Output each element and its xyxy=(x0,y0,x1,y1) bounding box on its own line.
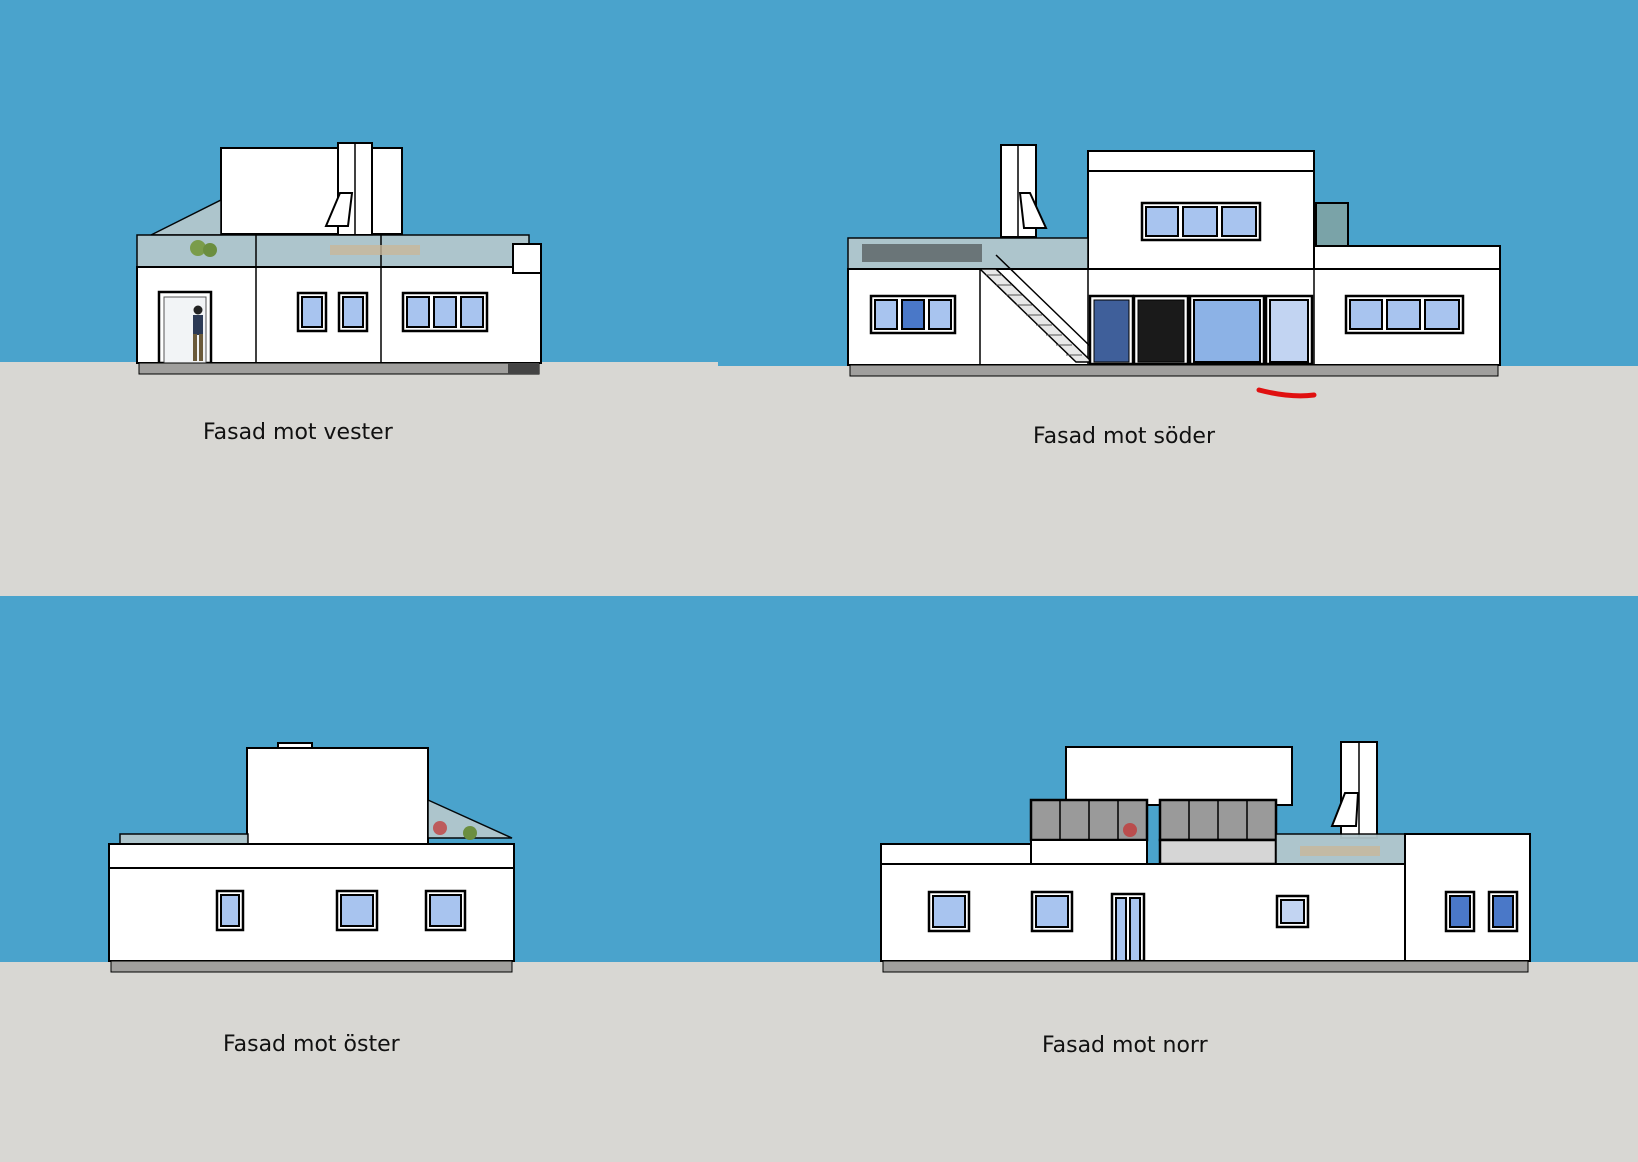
south-chimney-hood xyxy=(1018,192,1048,229)
caption-east: Fasad mot öster xyxy=(223,1032,400,1057)
north-chimney-hood xyxy=(1330,792,1360,827)
red-annotation-mark xyxy=(1256,387,1317,399)
north-plinth xyxy=(882,960,1529,973)
east-plinth xyxy=(110,960,513,973)
facade-north xyxy=(880,741,1531,973)
west-upper-volume xyxy=(220,147,403,235)
person-figure xyxy=(193,305,203,361)
facade-west xyxy=(136,142,542,375)
west-furniture xyxy=(330,245,420,255)
facade-south xyxy=(847,144,1501,399)
south-side-glass xyxy=(1315,202,1349,248)
south-east-parapet xyxy=(1313,245,1501,270)
west-plant xyxy=(190,240,206,256)
caption-north: Fasad mot norr xyxy=(1042,1033,1208,1058)
north-upper-volume xyxy=(1065,746,1293,806)
west-chimney-hood xyxy=(324,192,354,227)
east-railing xyxy=(119,833,249,845)
west-plinth xyxy=(138,362,540,375)
west-diagonal-screen xyxy=(150,198,222,236)
caption-west: Fasad mot vester xyxy=(203,420,393,445)
east-upper-volume xyxy=(246,747,429,845)
south-plinth xyxy=(849,364,1499,377)
south-roof-furniture xyxy=(862,244,982,262)
facade-east xyxy=(108,742,515,973)
caption-south: Fasad mot söder xyxy=(1033,424,1215,449)
